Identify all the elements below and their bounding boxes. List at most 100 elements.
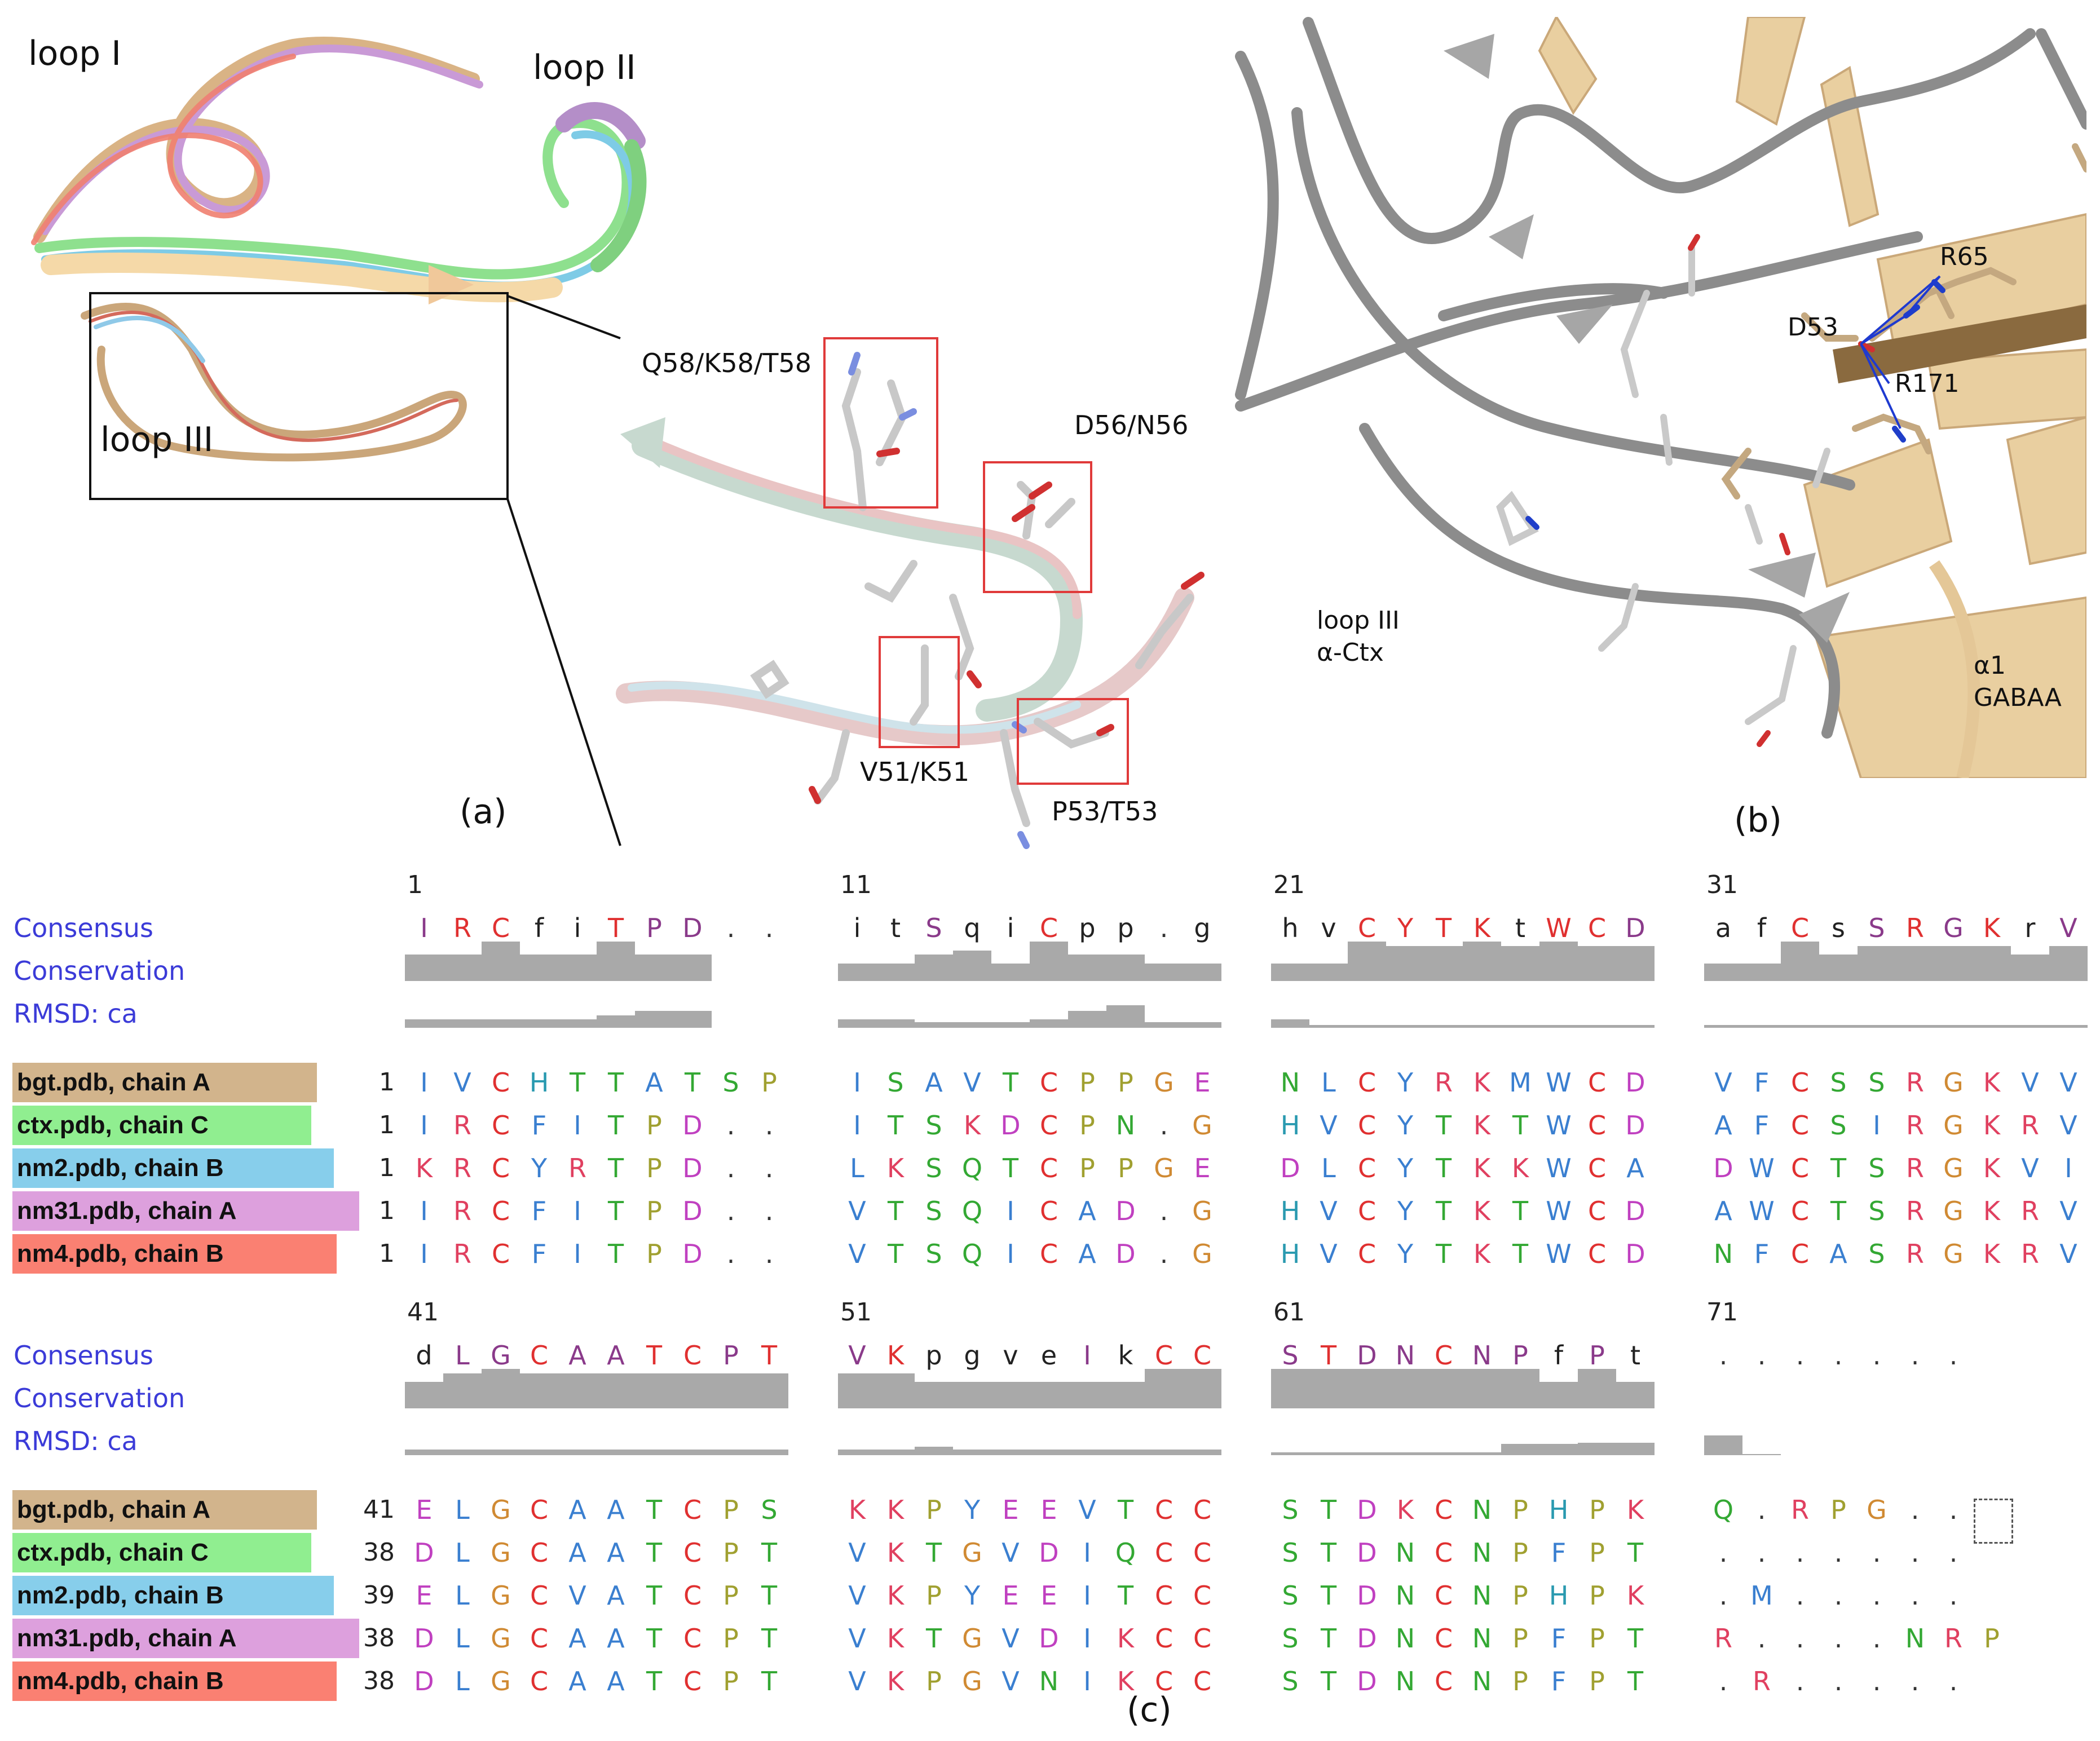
consensus-cell: A — [607, 1340, 625, 1371]
conservation-bar — [1386, 945, 1424, 981]
conservation-bar — [673, 1373, 712, 1408]
conservation-bar — [405, 955, 443, 981]
conservation-bar — [1030, 1382, 1068, 1408]
sequence-cell: K — [1473, 1153, 1491, 1183]
consensus-cell: D — [1625, 913, 1645, 943]
rmsd-bar — [405, 1450, 443, 1455]
consensus-cell: t — [1515, 913, 1526, 943]
rmsd-bar — [405, 1019, 443, 1028]
rmsd-bar — [876, 1019, 915, 1028]
consensus-cell: . — [1159, 913, 1168, 943]
consensus-cell: . — [1949, 1340, 1958, 1371]
rmsd-bar — [1742, 1453, 1781, 1455]
sequence-cell: C — [491, 1067, 510, 1098]
panel-a-overlay: loop I loop II loop III — [28, 34, 647, 846]
conservation-bar — [1183, 1369, 1221, 1408]
consensus-cell: f — [1757, 913, 1767, 943]
consensus-cell: C — [1039, 913, 1058, 943]
sequence-cell: E — [1002, 1495, 1019, 1525]
sequence-cell: K — [1983, 1196, 2001, 1226]
consensus-cell: K — [886, 1340, 905, 1371]
consensus-cell: R — [453, 913, 471, 943]
consensus-cell: g — [964, 1340, 981, 1371]
consensus-cell: N — [1472, 1340, 1492, 1371]
rmsd-row-label: RMSD: ca — [14, 998, 138, 1029]
sequence-cell: Y — [964, 1495, 981, 1525]
consensus-cell: i — [853, 913, 861, 943]
sequence-cell: A — [1714, 1110, 1732, 1141]
sequence-cell: L — [1321, 1067, 1336, 1098]
sequence-cell: P — [1512, 1666, 1528, 1696]
rmsd-bar — [1501, 1025, 1539, 1028]
sequence-cell: A — [1078, 1239, 1096, 1269]
sequence-cell: I — [853, 1067, 861, 1098]
consensus-cell: R — [1906, 913, 1924, 943]
consensus-cell: . — [1834, 1340, 1843, 1371]
sequence-cell: N — [1115, 1110, 1136, 1141]
sequence-cell: V — [1002, 1623, 1020, 1654]
sequence-cell: V — [1320, 1239, 1338, 1269]
loop-iii-label: loop III — [100, 420, 213, 459]
conservation-bar — [1501, 1369, 1539, 1408]
rmsd-row-label: RMSD: ca — [14, 1426, 138, 1456]
sequence-cell: S — [1830, 1110, 1847, 1141]
sequence-cell: . — [765, 1153, 774, 1183]
conservation-bar — [1309, 1369, 1348, 1408]
rmsd-bar — [1271, 1019, 1309, 1028]
sequence-cell: K — [886, 1495, 905, 1525]
consensus-cell: . — [1757, 1340, 1766, 1371]
sequence-cell: A — [568, 1495, 586, 1525]
sequence-cell: . — [1795, 1666, 1805, 1696]
sequence-cell: T — [1627, 1623, 1644, 1654]
sequence-cell: A — [568, 1537, 586, 1568]
rmsd-bar — [1501, 1444, 1539, 1455]
chain-start-4: 38 — [363, 1667, 395, 1695]
consensus-cell: G — [491, 1340, 511, 1371]
rmsd-bar — [1386, 1452, 1424, 1455]
sequence-cell: D — [1000, 1110, 1021, 1141]
consensus-cell: a — [1715, 913, 1732, 943]
sequence-cell: K — [1983, 1239, 2001, 1269]
sequence-cell: V — [848, 1537, 866, 1568]
sequence-cell: Y — [964, 1580, 981, 1611]
caption-a: (a) — [460, 792, 507, 832]
sequence-cell: T — [607, 1067, 624, 1098]
sequence-cell: C — [683, 1623, 702, 1654]
sequence-cell: C — [1790, 1110, 1810, 1141]
chain-start-4: 1 — [379, 1239, 395, 1268]
conservation-bar — [1106, 1382, 1145, 1408]
sequence-cell: N — [1472, 1666, 1492, 1696]
sequence-cell: T — [1830, 1196, 1847, 1226]
conservation-bar — [838, 1373, 876, 1408]
consensus-row-label: Consensus — [14, 1340, 153, 1371]
sequence-cell: E — [1194, 1067, 1211, 1098]
rmsd-bar — [953, 1022, 991, 1028]
conservation-bar — [1271, 963, 1309, 981]
sequence-cell: V — [1078, 1495, 1096, 1525]
conservation-bar — [915, 955, 953, 981]
consensus-cell: P — [1589, 1340, 1605, 1371]
rmsd-bar — [520, 1450, 558, 1455]
rmsd-bar — [2049, 1025, 2088, 1028]
sequence-cell: S — [1282, 1623, 1299, 1654]
sequence-cell: V — [2059, 1110, 2077, 1141]
sequence-cell: P — [1079, 1067, 1095, 1098]
sequence-cell: L — [1321, 1153, 1336, 1183]
sequence-cell: . — [1872, 1580, 1881, 1611]
sequence-cell: C — [1790, 1239, 1810, 1269]
sequence-cell: P — [1589, 1537, 1605, 1568]
sequence-cell: K — [415, 1153, 433, 1183]
residue-q58: Q58/K58/T58 — [642, 348, 811, 378]
consensus-cell: I — [420, 913, 428, 943]
sequence-cell: R — [1906, 1239, 1924, 1269]
sequence-cell: W — [1546, 1110, 1572, 1141]
sequence-cell: V — [1320, 1196, 1338, 1226]
consensus-cell: d — [416, 1340, 433, 1371]
sequence-cell: D — [682, 1196, 703, 1226]
sequence-cell: . — [1719, 1666, 1728, 1696]
rmsd-bar — [673, 1011, 712, 1028]
alpha-ctx-label: α-Ctx — [1317, 638, 1384, 667]
sequence-cell: D — [1713, 1153, 1733, 1183]
consensus-cell: D — [682, 913, 703, 943]
consensus-cell: T — [761, 1340, 778, 1371]
